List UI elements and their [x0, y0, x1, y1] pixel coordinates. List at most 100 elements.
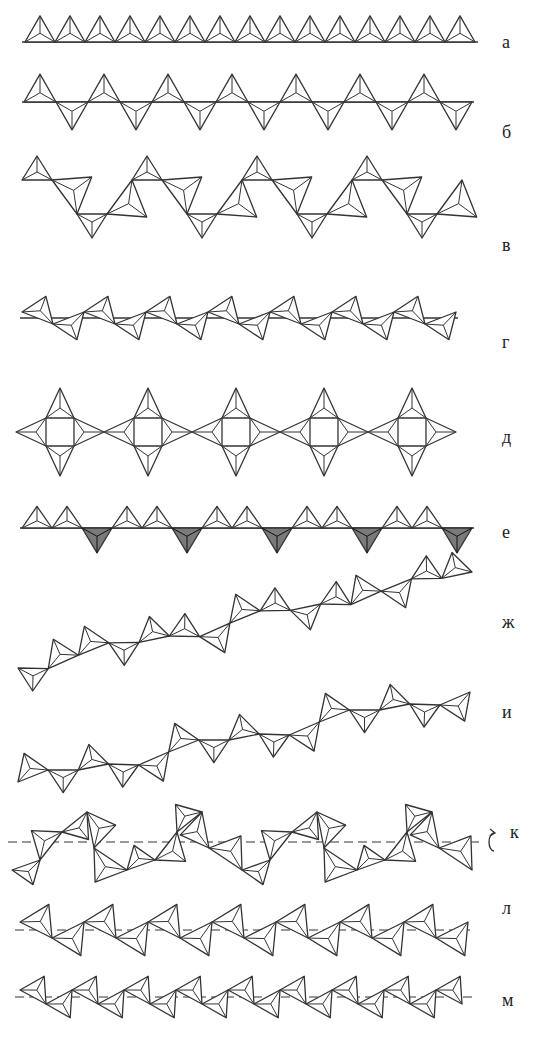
tetrahedron: [322, 506, 352, 528]
tetrahedron-face: [436, 922, 468, 956]
tetrahedron-face: [382, 177, 422, 214]
tetrahedron-edge: [197, 832, 209, 848]
tetrahedron-edge: [155, 851, 173, 860]
tetrahedron-edge: [260, 432, 280, 433]
tetrahedron-edge: [231, 851, 242, 870]
tetrahedron-face: [381, 579, 411, 608]
tetrahedron: [169, 723, 199, 752]
tetrahedron-edge: [36, 432, 46, 446]
tetrahedron-edge: [372, 938, 392, 940]
tetrahedron-edge: [324, 388, 325, 408]
tetrahedron-edge: [46, 446, 60, 456]
tetrahedron: [317, 812, 346, 848]
tetrahedron-face: [250, 418, 280, 446]
tetrahedron-face: [292, 506, 322, 528]
tetrahedron-face: [235, 16, 265, 42]
tetrahedron-edge: [412, 456, 413, 476]
tetrahedron: [124, 976, 150, 1004]
tetrahedron: [116, 922, 148, 956]
tetrahedron-edge: [456, 939, 465, 956]
tetrahedron-edge: [364, 718, 365, 733]
tetrahedron-face: [177, 312, 208, 340]
tetrahedron-edge: [104, 74, 105, 93]
tetrahedron: [145, 16, 175, 42]
tetrahedron-edge: [18, 668, 33, 676]
tetrahedron: [74, 418, 104, 446]
tetrahedron-edge: [335, 867, 357, 870]
tetrahedron-edge: [403, 832, 407, 851]
tetrahedron-face: [380, 684, 410, 710]
tetrahedron: [209, 836, 242, 870]
tetrahedron: [24, 74, 56, 102]
tetrahedron-edge: [404, 177, 422, 190]
tetrahedron: [205, 16, 235, 42]
tetrahedron-edge: [136, 922, 148, 939]
tetrahedron-edge: [245, 990, 254, 1004]
tetrahedron-edge: [388, 432, 398, 446]
row-label: ж: [500, 612, 516, 632]
tetrahedron-edge: [122, 772, 124, 787]
tetrahedron: [439, 836, 472, 870]
tetrahedron: [325, 16, 355, 42]
tetrahedron-edge: [195, 325, 201, 339]
tetrahedron-edge: [185, 629, 200, 637]
tetrahedron-face: [53, 312, 84, 340]
tetrahedron-edge: [442, 528, 457, 536]
tetrahedron-face: [260, 588, 290, 611]
tetrahedron: [139, 617, 169, 643]
tetrahedron-edge: [102, 296, 108, 310]
tetrahedron-edge: [348, 432, 368, 433]
row-label: а: [500, 32, 512, 52]
tetrahedron-face: [232, 506, 262, 528]
tetrahedron-edge: [116, 938, 136, 940]
tetrahedron-edge: [149, 617, 152, 632]
tetrahedron-edge: [20, 990, 37, 991]
tetrahedron-edge: [169, 629, 184, 636]
tetrahedron: [12, 860, 40, 885]
tetrahedron-edge: [72, 102, 88, 111]
row-label: е: [500, 522, 512, 542]
tetrahedron-edge: [40, 841, 44, 860]
tetrahedron: [52, 506, 82, 528]
tetrahedron-edge: [88, 93, 104, 102]
tetrahedron-edge: [410, 1003, 427, 1004]
tetrahedron-edge: [325, 33, 340, 42]
tetrahedron-face: [20, 904, 52, 938]
tetrahedron-edge: [264, 111, 265, 130]
tetrahedron: [385, 16, 415, 42]
tetrahedron-edge: [37, 506, 38, 520]
tetrahedron-edge: [424, 712, 426, 727]
tetrahedron-edge: [219, 1004, 226, 1018]
tetrahedron-edge: [297, 214, 312, 222]
tetrahedron-edge: [175, 723, 181, 738]
tetrahedron-edge: [393, 699, 410, 704]
tetrahedron-edge: [367, 156, 368, 172]
tetrahedron-edge: [349, 204, 367, 217]
tetrahedron: [265, 16, 295, 42]
tetrahedron-edge: [422, 222, 423, 238]
tetrahedron-edge: [288, 296, 294, 310]
tetrahedron-face: [385, 16, 415, 42]
tetrahedron-edge: [60, 408, 74, 418]
tetrahedron-edge: [312, 222, 313, 238]
tetrahedron-edge: [63, 990, 72, 1004]
tetrahedron-face: [229, 714, 259, 740]
tetrahedron: [259, 734, 289, 757]
tetrahedron-edge: [199, 740, 214, 748]
tetrahedron-edge: [310, 446, 324, 456]
tetrahedron-edge: [264, 922, 276, 939]
tetrahedron-face: [222, 446, 250, 476]
tetrahedron-edge: [436, 990, 453, 991]
tetrahedron: [410, 812, 439, 848]
tetrahedron-edge: [84, 626, 90, 641]
tetrahedron-edge: [133, 325, 139, 339]
tetrahedron-edge: [424, 921, 436, 938]
tetrahedron-edge: [145, 33, 160, 42]
tetrahedron-edge: [443, 312, 456, 325]
tetrahedron-edge: [296, 93, 312, 102]
tetrahedron-edge: [250, 418, 260, 432]
tetrahedron-edge: [385, 33, 400, 42]
tetrahedron-edge: [184, 177, 202, 190]
tetrahedron-edge: [296, 921, 308, 938]
tetrahedron-edge: [157, 521, 172, 528]
